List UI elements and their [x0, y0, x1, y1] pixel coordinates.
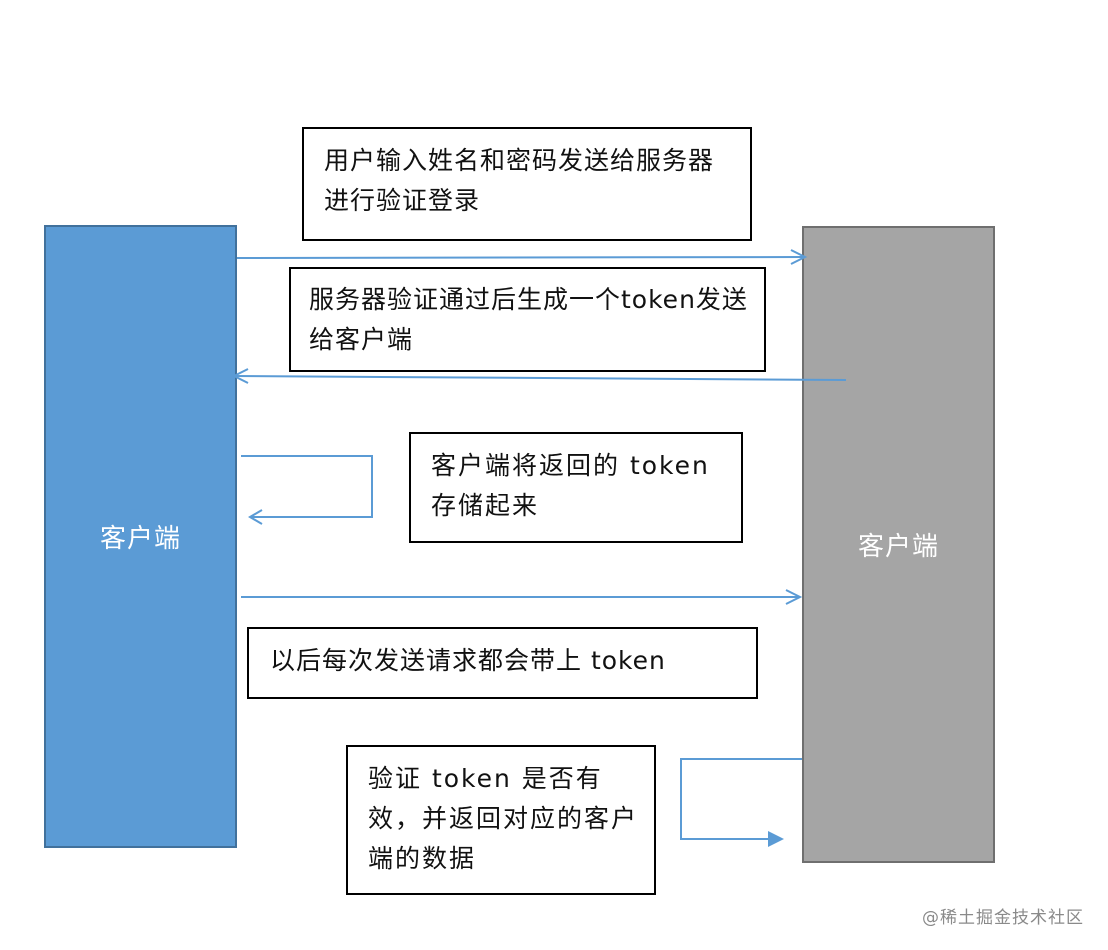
- note-send-token: 以后每次发送请求都会带上 token: [247, 627, 758, 699]
- client-left-label: 客户端: [99, 524, 181, 554]
- client-right-label: 客户端: [857, 532, 939, 562]
- arrowhead-request-with-token: [785, 589, 803, 605]
- note-token-issued: 服务器验证通过后生成一个token发送给客户端: [289, 267, 766, 372]
- note-validate-token: 验证 token 是否有效，并返回对应的客户端的数据: [346, 745, 656, 895]
- arrow-login-request: [236, 256, 806, 259]
- note-login-request: 用户输入姓名和密码发送给服务器进行验证登录: [302, 127, 752, 241]
- client-left-box: 客户端: [44, 225, 237, 848]
- arrow-token-response: [233, 375, 847, 381]
- watermark-text: @稀土掘金技术社区: [922, 908, 1084, 928]
- client-right-box: 客户端: [802, 226, 995, 863]
- arrowhead-store-token: [248, 509, 263, 525]
- arrowhead-validate-token: [768, 831, 784, 847]
- note-store-token: 客户端将返回的 token 存储起来: [409, 432, 743, 543]
- arrow-store-token: [241, 455, 373, 518]
- arrow-validate-token: [680, 758, 802, 840]
